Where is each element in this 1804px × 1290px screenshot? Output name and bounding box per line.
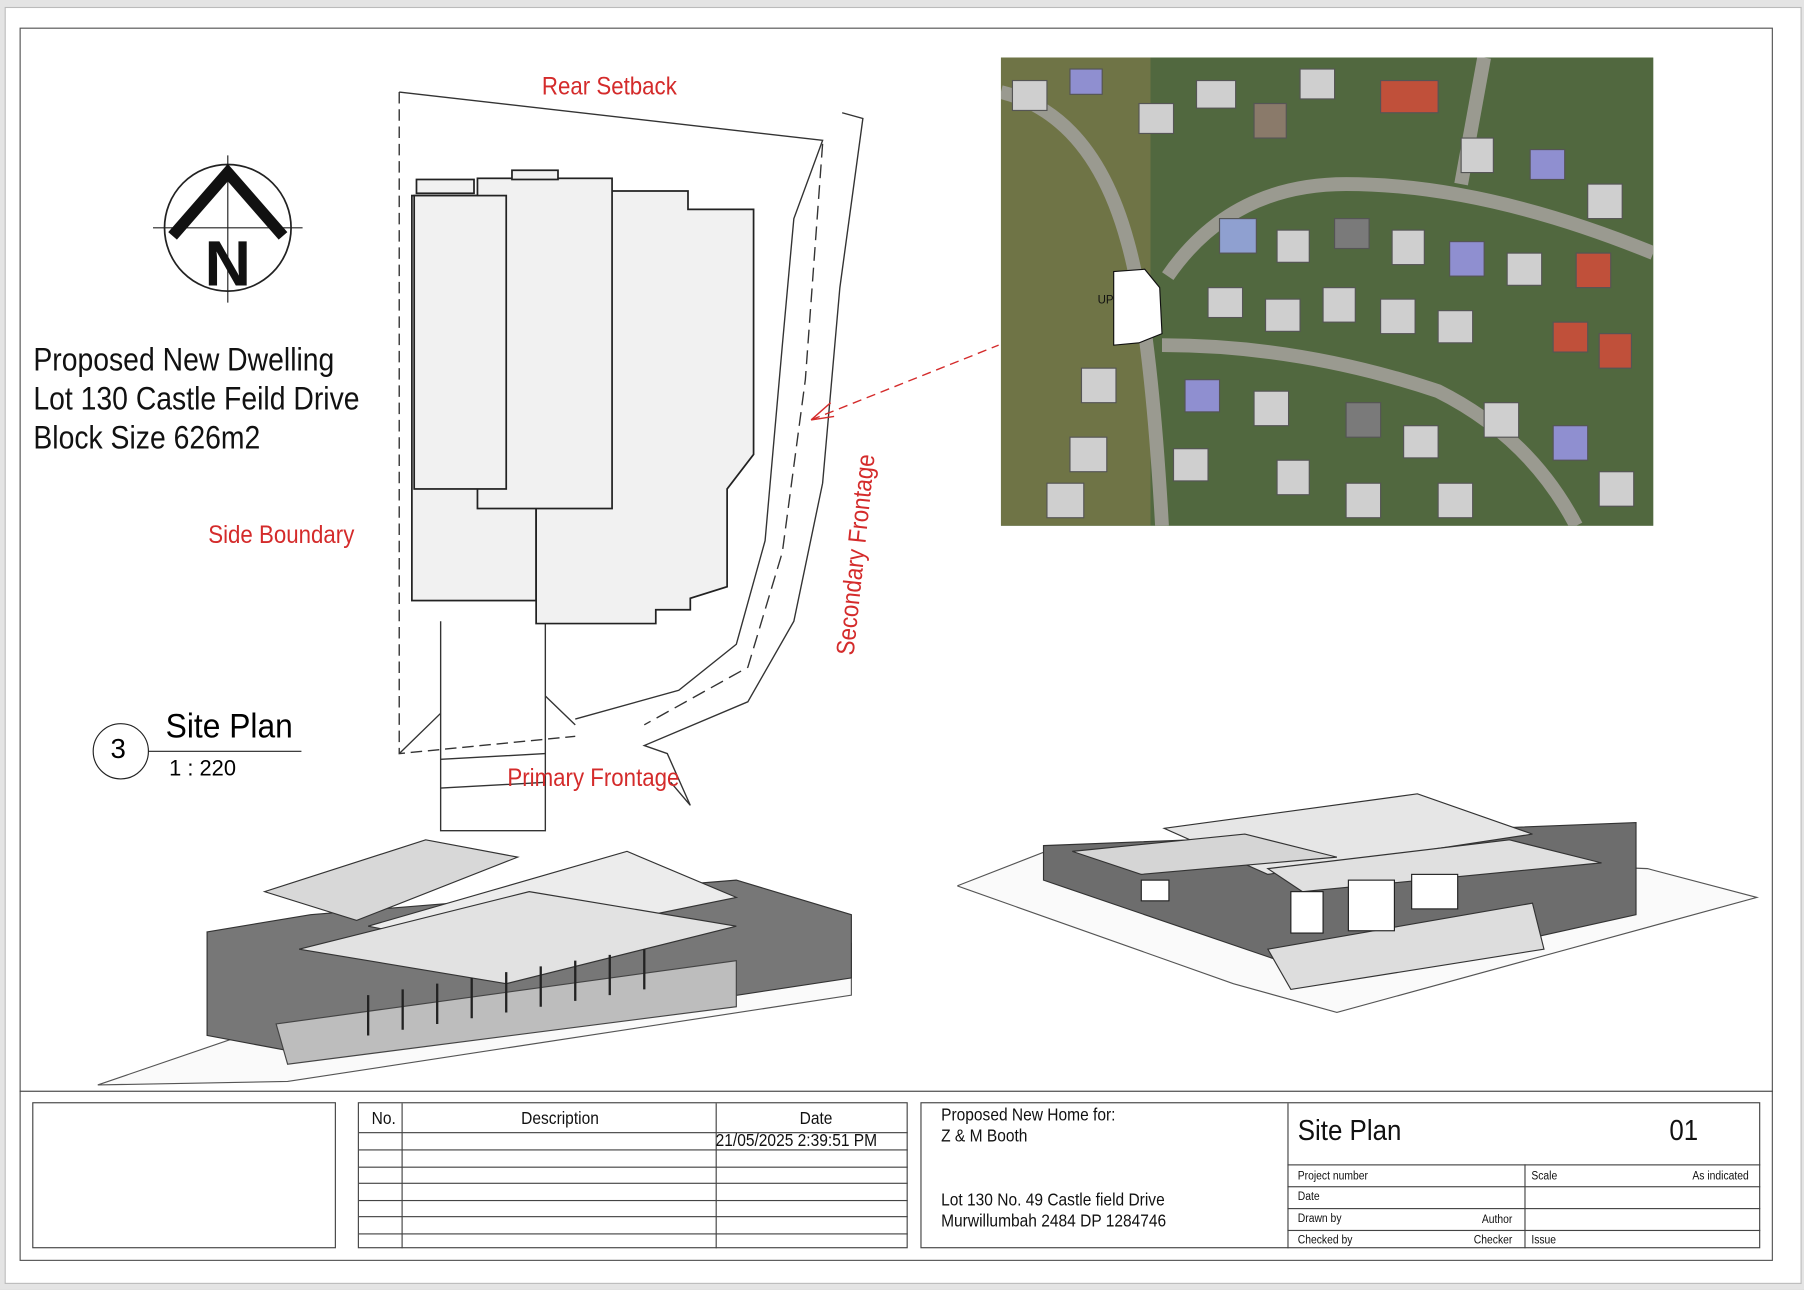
project-info-line: Proposed New Dwelling [33,341,335,378]
checked-by-label: Checked by [1297,1234,1353,1248]
site-locality: Murwillumbah 2484 DP 1284746 [941,1211,1167,1232]
title-block-divider [19,1090,1773,1092]
primary-frontage-label: Primary Frontage [507,762,680,792]
sheet-border [19,27,1773,1261]
road-centre [643,143,824,726]
rear-setback-label: Rear Setback [541,71,677,101]
lot-boundary [399,91,824,720]
project-info-line: Block Size 626m2 [33,419,261,456]
date-label: Date [1297,1190,1320,1204]
project-info-line: Lot 130 Castle Feild Drive [33,380,360,417]
render-front-perspective [97,839,852,1086]
issue-label: Issue [1531,1234,1557,1248]
revision-date-cell: 21/05/2025 2:39:51 PM [715,1130,878,1151]
location-leader [810,344,999,421]
scale-label: Scale [1531,1170,1558,1183]
site-plan-drawing: N [92,91,999,832]
driveway [439,621,547,832]
site-address: Lot 130 No. 49 Castle field Drive [941,1190,1165,1211]
north-letter: N [205,227,252,299]
revision-header-no: No. [371,1109,396,1129]
side-boundary-label: Side Boundary [208,520,355,549]
drawn-by-value: Author [1481,1213,1513,1227]
revision-header-description: Description [521,1109,599,1129]
road-edge [642,112,864,806]
scale-value: As indicated [1692,1170,1749,1183]
aerial-marker: UP [1097,294,1114,308]
project-title-block: Proposed New Home for: Z & M Booth Lot 1… [920,1102,1761,1249]
revision-header-date: Date [799,1109,833,1129]
dwelling-footprint [411,169,755,625]
north-arrow-icon: N [153,155,303,303]
revision-table: No. Description Date 21/05/2025 2:39:51 … [357,1102,908,1249]
sheet-number: 01 [1669,1114,1699,1148]
sheet-title: Site Plan [1297,1114,1402,1148]
client-heading: Proposed New Home for: [941,1105,1116,1126]
view-number: 3 [110,734,126,766]
view-scale: 1 : 220 [169,757,236,782]
render-rear-perspective [957,793,1760,1014]
project-info: Proposed New Dwelling Lot 130 Castle Fei… [33,341,404,458]
client-name: Z & M Booth [941,1126,1028,1146]
drawn-by-label: Drawn by [1297,1212,1342,1226]
checked-by-value: Checker [1473,1234,1513,1248]
logo-box [32,1102,336,1249]
aerial-photo: UP [1000,57,1654,526]
view-title: Site Plan [165,707,293,746]
project-number-label: Project number [1297,1170,1368,1183]
